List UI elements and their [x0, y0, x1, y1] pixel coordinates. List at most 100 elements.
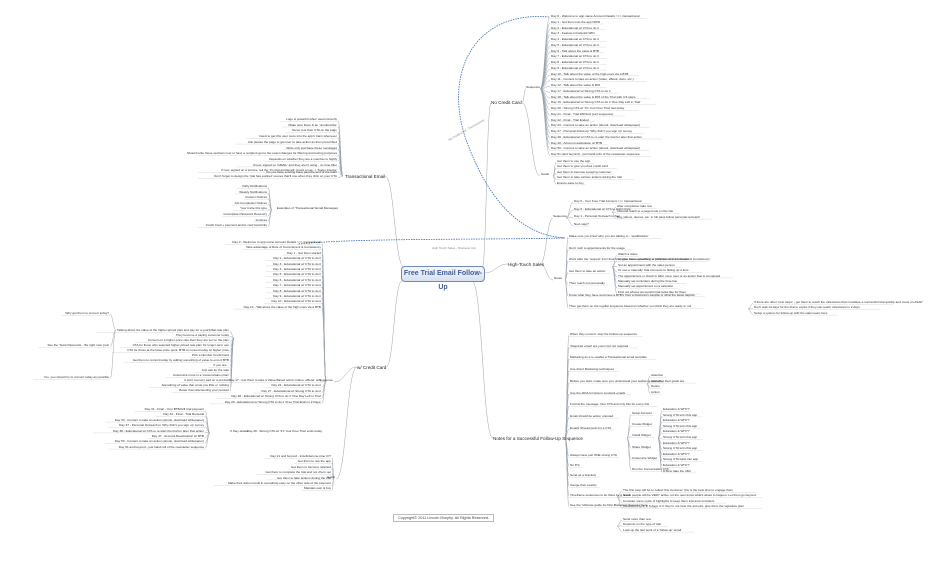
example-item[interactable]: Weekly Notifications	[239, 189, 267, 194]
sub-item[interactable]: Just ask for the sale	[201, 368, 229, 372]
note-item[interactable]: Use the AIDA formula in constant emails	[570, 390, 626, 395]
if-they-delete-label[interactable]: If they delete	[230, 429, 248, 433]
goal-item[interactable]: Get them to take various actions during …	[557, 175, 622, 180]
sequence-item[interactable]: Day 7 - Educational w/ CTA to do it	[273, 283, 321, 288]
transactional-item[interactable]: Ask please the page to get user to take …	[247, 139, 337, 144]
sub-item[interactable]: See the 'Sunk Discounts... Be right now'…	[47, 343, 109, 347]
cta-group[interactable]: Create Widget	[632, 422, 652, 427]
goal-item[interactable]: Ensure ease to buy	[557, 180, 584, 185]
sequence-item[interactable]: Day 18 - Talk about the value & ROI of t…	[551, 94, 636, 99]
sub-item[interactable]: Consistent sync in 5 days or if they're …	[623, 504, 744, 509]
sub-item[interactable]: Inbound reach to a page book on the site	[617, 209, 674, 214]
sequence-item[interactable]: Day 14 - Talk about the value of the hig…	[243, 304, 321, 309]
cta-group[interactable]: Customize Widget	[632, 455, 658, 460]
central-topic[interactable]: Free Trial Email Follow-Up	[401, 266, 485, 291]
sequence-item[interactable]: Day 10 - Talk about the value of the hig…	[551, 71, 629, 76]
goal-item[interactable]: Get them to use the app	[297, 459, 331, 464]
sequence-item[interactable]: Day 22 - Final - Trial Ended	[551, 117, 589, 122]
sub-item[interactable]: Manually set appointment on a calendar	[618, 284, 673, 289]
sub-item[interactable]: Talking about the value of the higher-pr…	[117, 328, 229, 332]
sub-item[interactable]: Look up the last point of a 'follow-up' …	[623, 527, 682, 532]
sequence-item[interactable]: Day 3 - Feature Intro/quick WIN	[551, 31, 595, 36]
sequence-item[interactable]: Day 1 - Get them started	[287, 250, 321, 255]
sequence-label[interactable]: Sequence	[526, 85, 540, 89]
sub-item[interactable]: Better than discounting your product	[179, 388, 229, 392]
sequence-label[interactable]: Sequence	[319, 378, 333, 382]
sub-item[interactable]: Day 31 - Final - Your BTB/Gift trial pay…	[144, 407, 204, 411]
transactional-item[interactable]: Depends on whether they are a member to …	[269, 156, 337, 161]
sequence-item[interactable]: Day 3 - Educational w/ CTA to do it	[273, 261, 321, 266]
sub-item[interactable]: Find out what a successful trial looks l…	[618, 289, 687, 294]
note-item[interactable]: Work after the 'request' from their tria…	[569, 257, 710, 262]
sub-item[interactable]: Buy videos, demos, etc. in full pass fol…	[617, 214, 700, 219]
sub-item[interactable]: Pick a Number Credit Card	[192, 353, 229, 357]
branch-notes[interactable]: Notes for a Successful Follow-Up Sequenc…	[493, 436, 583, 441]
sub-item[interactable]: Convert on a higher-price rate than they…	[147, 338, 229, 342]
transactional-item[interactable]: Should write these sections now or have …	[187, 151, 337, 156]
sequence-item[interactable]: Day 4 - Educational w/ CTA to do it	[273, 267, 321, 271]
cta-detail[interactable]: Strong CTA to/in this app	[663, 446, 698, 451]
sub-item[interactable]: Day 32 - Final - Trial Renewal	[163, 412, 204, 417]
example-item[interactable]: Custom Notices	[245, 195, 267, 200]
goals-label[interactable]: Goals	[541, 172, 550, 176]
sequence-item[interactable]: Day 21 - Final - Trial Will End (exit se…	[551, 111, 614, 116]
sequence-item[interactable]: Day 5 - Educational w/ CTA to do it	[273, 272, 321, 277]
transactional-item[interactable]: Write only purchase these messages	[286, 145, 337, 150]
cta-detail[interactable]: Education & WHY?	[663, 451, 690, 456]
sequence-item[interactable]: Day 20 - Strong CTA w/ 'It's Your Free T…	[551, 106, 625, 110]
cta-detail[interactable]: Education & WHY?	[663, 463, 690, 467]
note-item[interactable]: No P.S.	[570, 463, 581, 467]
transactional-item[interactable]: Insert to get this user more into the ap…	[259, 134, 337, 139]
sequence-item[interactable]: Day 1 - Get them into the app NOW	[551, 19, 601, 24]
note-item[interactable]: 'Required email' are yours but not requi…	[570, 343, 629, 348]
cta-detail[interactable]: Education & WHY?	[663, 418, 690, 423]
goals-label[interactable]: Goals	[326, 475, 335, 479]
sub-item[interactable]: Depends on the type of trial	[623, 522, 661, 527]
goal-item[interactable]: Day 21 and beyond - indefinite/one-time …	[270, 454, 331, 458]
goal-item[interactable]: Get them to complete the trial and not c…	[265, 470, 331, 475]
sub-item[interactable]: Send more than one	[623, 517, 652, 521]
sequence-item[interactable]: Day 9 - Educational w/ CTA to do it	[273, 294, 321, 298]
goal-item[interactable]: Maintain own & buy	[304, 486, 331, 491]
sequence-item[interactable]: Day 51 (and beyond) - just hand-rolls of…	[551, 152, 640, 156]
sequence-item[interactable]: Day 6 - Educational w/ CTA to do it	[273, 277, 321, 282]
goal-item[interactable]: Get them to give you their credit card	[557, 164, 608, 169]
sequence-label[interactable]: Sequence	[553, 214, 567, 218]
note-item[interactable]: Send as a bracket)	[570, 473, 596, 477]
sequence-item[interactable]: Day 17 - Get them to take a Value-Based …	[228, 378, 321, 382]
note-item[interactable]: Then get them on the regular sequence ba…	[569, 304, 692, 309]
sub-item[interactable]: Get them to commit today by adding somet…	[132, 358, 229, 362]
cta-detail[interactable]: Strong CTA to/in this app	[663, 423, 698, 428]
sequence-item[interactable]: Day 12 - Talk about the value & ROI	[551, 83, 601, 87]
goal-item[interactable]: Get them to become a paying customer	[557, 169, 612, 174]
note-item[interactable]: Always have just ONE strong CTA	[570, 453, 617, 457]
sub-item[interactable]: Day 51 and beyond - just hand-roll of th…	[118, 444, 204, 449]
sub-item[interactable]: If you are...	[213, 363, 229, 367]
cta-detail[interactable]: Education & WHY?	[663, 429, 690, 434]
sequence-item[interactable]: Day 17 - Educational w/ Strong CTA to do…	[551, 88, 611, 93]
sub-item[interactable]: Or use a 'calendly' that connects to hit…	[618, 268, 689, 273]
sub-item[interactable]: They become a paying customer today	[175, 333, 229, 337]
sub-item[interactable]: CTA for those who selected higher-priced…	[132, 343, 229, 347]
sub-item[interactable]: Watch a video	[618, 252, 638, 256]
sub-item[interactable]: Set an appointment with the sales person	[618, 262, 675, 267]
sequence-item[interactable]: Day 0 - Your Free Trial Account >>> tran…	[574, 199, 642, 203]
sequence-item[interactable]: Day 0 - Welcome to app.name Account Deta…	[551, 14, 640, 18]
sub-item[interactable]: Why get them to convert today?	[65, 311, 109, 315]
note-item[interactable]: See the 'Ultimate guide for Drip Marketi…	[570, 503, 648, 507]
branch-transactional-email[interactable]: Transactional Email	[345, 174, 386, 179]
cta-detail[interactable]: Strong CTA back into app	[663, 457, 699, 462]
sequence-item[interactable]: Day 27 - Personal follow-up 'Why didn't …	[551, 129, 633, 133]
cta-group[interactable]: Share Widget	[632, 444, 651, 449]
sequence-item[interactable]: Day 0 - Welcome to app.name Account Deta…	[232, 240, 321, 244]
sub-item[interactable]: After completion take one	[617, 204, 653, 208]
note-item[interactable]: Emails Should push for a CTA	[570, 425, 612, 430]
branch-with-credit-card[interactable]: w/ Credit Card	[357, 365, 387, 370]
goal-item[interactable]: Get them to take actions during the tria…	[277, 475, 331, 480]
goal-item[interactable]: Get them to use the app	[557, 159, 591, 163]
sub-item[interactable]: Day 33 - Content to take an action (eboo…	[114, 417, 204, 422]
sub-item[interactable]: Answer some questions or provide some in…	[618, 257, 691, 262]
notes-label[interactable]: Notes	[554, 276, 563, 280]
sequence-item[interactable]: Day 6 - Talk about the value & BTB	[551, 48, 600, 53]
